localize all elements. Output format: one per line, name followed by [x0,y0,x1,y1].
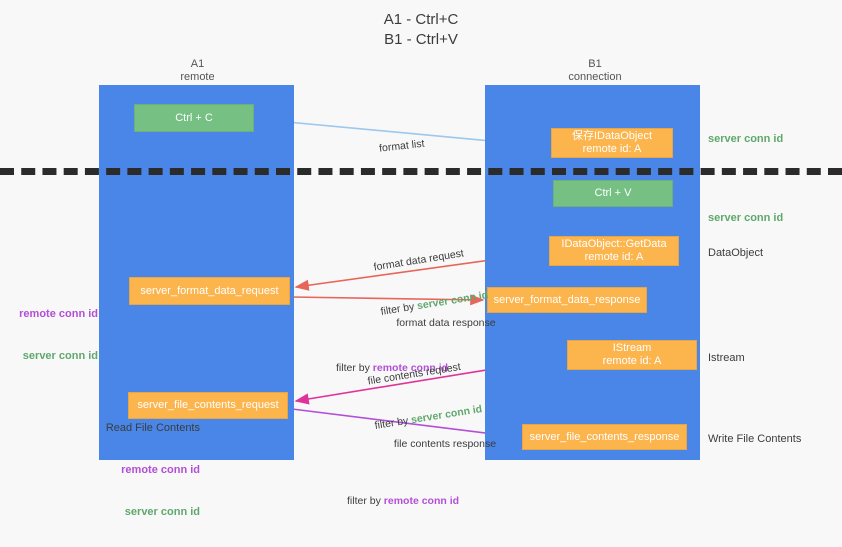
page-title: A1 - Ctrl+C B1 - Ctrl+V [383,11,459,48]
node-ctrl-v[interactable]: Ctrl + V [553,180,673,207]
edge-label-file-contents-response-filter: filter by remote conn id [347,494,515,509]
edge-label-format-data-response: format data response filter by remote co… [336,286,526,406]
filter-prefix: filter by [336,362,373,374]
node-server-format-data-response[interactable]: server_format_data_response [487,287,647,313]
node-server-format-data-response-label: server_format_data_response [493,293,641,306]
node-server-format-data-request-label: server_format_data_request [140,284,279,297]
diagram-canvas: A1 - Ctrl+C B1 - Ctrl+V A1 remote B1 con… [0,11,842,518]
label-remote-conn-id-format: remote conn id [19,308,98,320]
node-server-file-contents-request[interactable]: server_file_contents_request [128,392,288,419]
label-conn-id-group-file: Read File Contents remote conn id server… [10,393,200,547]
phase-divider-dashed-line [0,168,842,175]
node-server-file-contents-response-label: server_file_contents_response [529,430,680,443]
node-ctrl-c-label: Ctrl + C [175,111,213,124]
node-save-idataobject[interactable]: 保存IDataObject remote id: A [551,128,673,158]
edge-label-file-contents-response: file contents response filter by remote … [347,407,515,539]
label-read-file-contents: Read File Contents [105,422,200,434]
node-ctrl-c[interactable]: Ctrl + C [134,104,254,132]
node-idataobject-getdata[interactable]: IDataObject::GetData remote id: A [549,236,679,266]
node-server-file-contents-request-label: server_file_contents_request [137,399,279,411]
node-server-file-contents-response[interactable]: server_file_contents_response [522,424,687,450]
node-server-format-data-request[interactable]: server_format_data_request [129,277,290,305]
label-server-conn-id-mid: server conn id [708,212,784,224]
label-remote-conn-id-file: remote conn id [121,464,200,476]
node-istream-line2: remote id: A [602,355,662,367]
node-idataobject-getdata-line2: remote id: A [584,251,644,263]
edge-label-format-data-response-text: format data response [396,317,496,329]
node-istream-line1: IStream [612,342,652,354]
node-save-idataobject-line1: 保存IDataObject [571,130,653,142]
node-ctrl-v-label: Ctrl + V [594,187,632,199]
label-server-conn-id-file: server conn id [124,506,200,518]
node-save-idataobject-line2: remote id: A [582,143,642,155]
column-header-a1: A1 remote [180,58,215,83]
label-dataobject: DataObject [708,247,764,259]
edge-label-file-contents-response-text: file contents response [393,438,497,450]
edge-label-format-list: format list [375,107,429,187]
filter-key-remote-conn-id: remote conn id [372,362,449,374]
arrow-format-data-response [291,294,485,306]
label-server-conn-id-format: server conn id [22,350,98,362]
edge-label-format-data-response-filter: filter by remote conn id [336,361,526,376]
label-write-file-contents: Write File Contents [708,433,802,445]
arrow-file-contents-response [291,408,520,441]
edge-label-format-data-request-text: format data request [372,247,465,274]
node-istream[interactable]: IStream remote id: A [567,340,697,370]
label-istream: Istream [708,352,745,364]
column-header-b1: B1 connection [568,58,622,83]
label-server-conn-id-top: server conn id [708,133,784,145]
label-conn-id-group-format: remote conn id server conn id [10,279,98,391]
filter-key-remote-conn-id: remote conn id [383,495,460,507]
node-idataobject-getdata-line1: IDataObject::GetData [561,238,667,250]
edge-label-file-contents-request-text: file contents request [366,360,462,388]
edge-label-format-list-text: format list [378,137,426,155]
filter-prefix: filter by [347,495,384,507]
